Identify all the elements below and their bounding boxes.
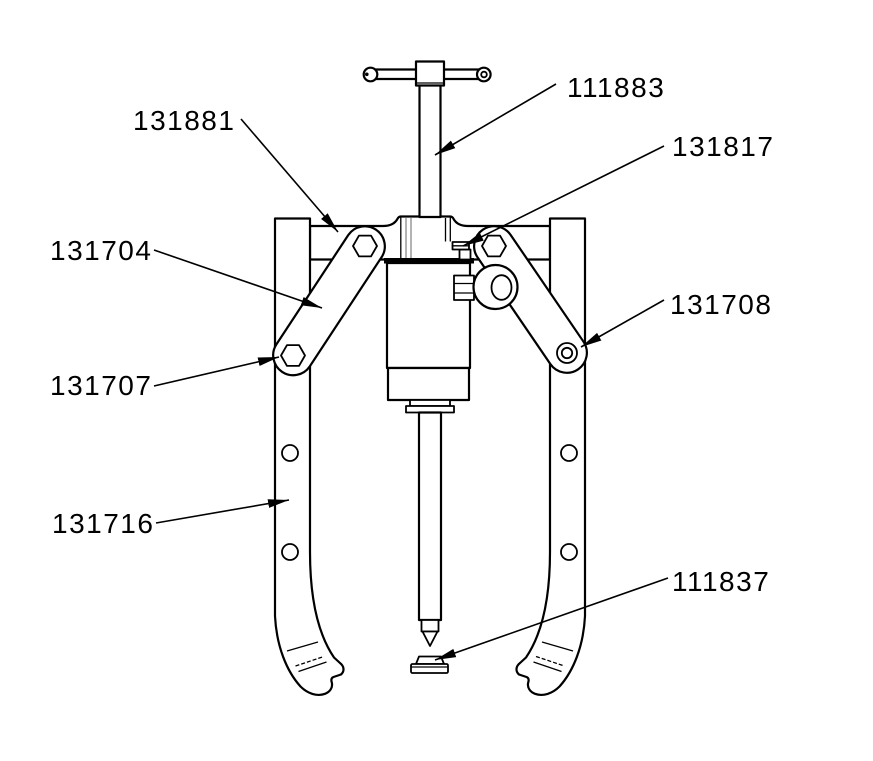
- left-arm-upper-bolt: [352, 234, 378, 258]
- leader-111883: [434, 83, 557, 156]
- right-arm-pin-inner: [560, 346, 574, 360]
- right-leg-bend-line: [533, 661, 562, 673]
- right-leg-hole: [560, 444, 578, 462]
- part-label-131817: 131817: [672, 131, 774, 162]
- body-lower-block: [386, 366, 471, 402]
- leader-131704: [153, 249, 323, 309]
- knob-bolt-hex-head: [453, 274, 475, 301]
- left-leg-bend-line: [298, 661, 327, 673]
- body-top-thick-edge: [384, 258, 474, 264]
- part-label-131704: 131704: [50, 235, 152, 266]
- leader-131707: [153, 356, 280, 387]
- part-label-111883: 111883: [567, 72, 665, 103]
- left-arm-lower-bolt: [280, 344, 306, 367]
- puller-body: [384, 248, 474, 402]
- right-leg-bend-line: [541, 641, 574, 652]
- handle-ball-right-hole: [480, 70, 488, 79]
- right-arm-upper-bolt: [481, 234, 507, 258]
- handle-boss: [414, 60, 446, 87]
- forcing-screw-upper: [362, 60, 492, 219]
- thrust-pad-base: [410, 663, 449, 674]
- left-leg-bend-line: [286, 641, 319, 652]
- leader-131817: [462, 145, 665, 247]
- right-leg-hole: [560, 543, 578, 561]
- side-knob: [453, 263, 519, 311]
- screw-tip-neck: [420, 619, 440, 633]
- handle-ball-left-dot: [365, 72, 369, 77]
- part-labels: 111883 131881 131817 131704 131708 13170…: [50, 72, 774, 597]
- part-label-131707: 131707: [50, 370, 152, 401]
- screw-lower-shank: [417, 411, 443, 622]
- knob-bore: [490, 274, 513, 301]
- right-leg-bend-line: [535, 655, 565, 667]
- left-leg-hole: [281, 444, 299, 462]
- leader-131708: [580, 299, 665, 348]
- part-label-111837: 111837: [672, 566, 770, 597]
- body-neck-detail: [458, 248, 472, 261]
- leader-131881: [240, 118, 339, 233]
- handle-ball-left: [362, 66, 379, 83]
- leader-131716: [155, 499, 290, 524]
- part-label-131708: 131708: [670, 289, 772, 320]
- left-leg-bend-line: [295, 655, 325, 667]
- screw-tip-cone: [421, 630, 439, 647]
- set-screw-tab: [451, 241, 470, 251]
- part-label-131881: 131881: [133, 105, 235, 136]
- t-handle: [362, 60, 492, 87]
- left-leg-hole: [281, 543, 299, 561]
- forcing-screw-lower: [405, 399, 455, 647]
- thrust-pad: [410, 655, 449, 674]
- part-label-131716: 131716: [52, 508, 154, 539]
- leader-lines: [153, 83, 669, 661]
- leader-111837: [434, 577, 669, 661]
- screw-shank: [418, 83, 442, 219]
